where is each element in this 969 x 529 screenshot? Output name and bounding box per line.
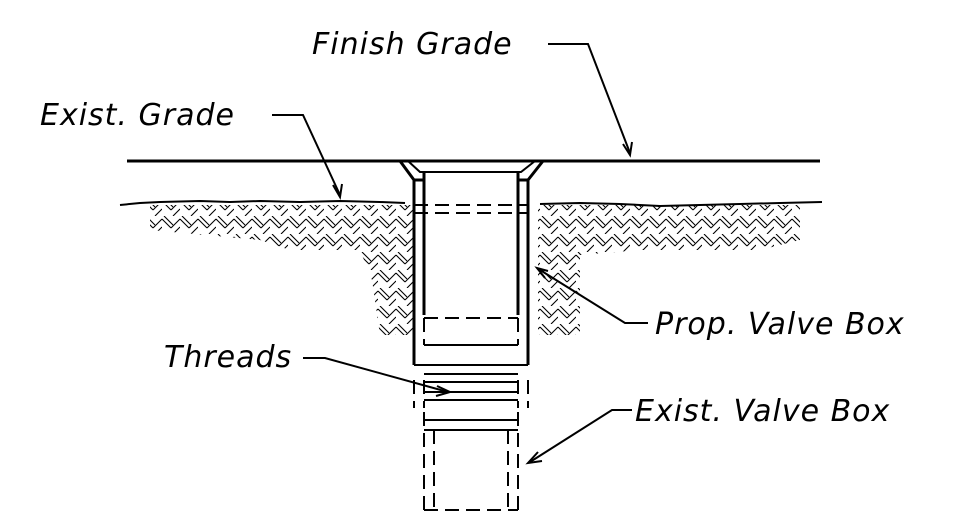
label-finish-grade: Finish Grade: [312, 27, 513, 62]
proposed-valve-box: [398, 160, 545, 365]
leaders: [272, 43, 648, 465]
label-exist-grade: Exist. Grade: [40, 98, 235, 133]
existing-grade-line: [119, 199, 823, 208]
existing-valve-box: [413, 317, 529, 511]
label-prop-valve-box: Prop. Valve Box: [655, 307, 905, 342]
label-exist-valve-box: Exist. Valve Box: [635, 394, 890, 429]
label-threads: Threads: [164, 340, 292, 375]
